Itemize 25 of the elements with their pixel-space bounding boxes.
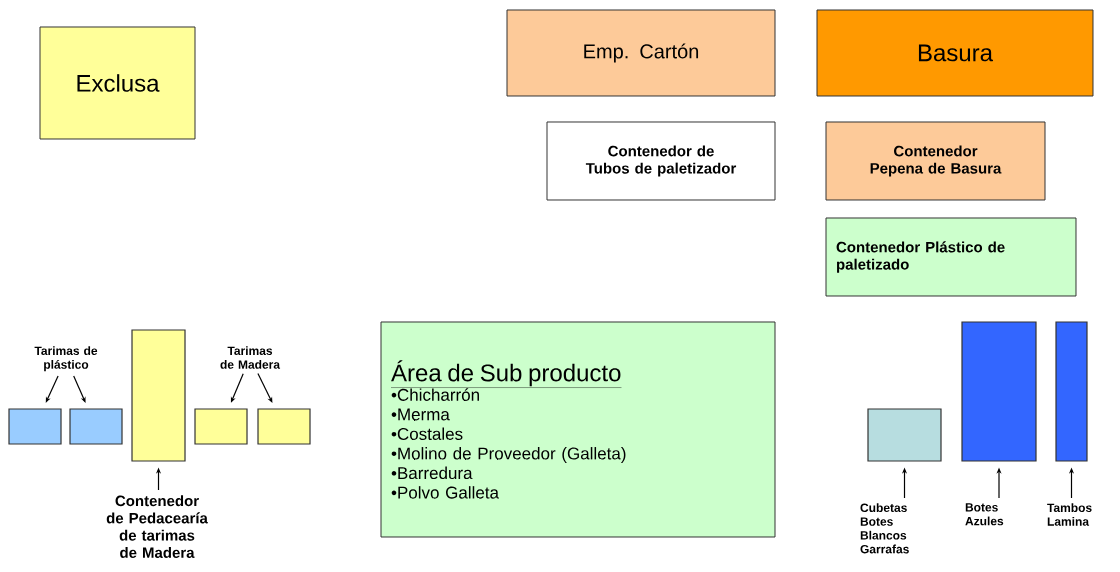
bin-box xyxy=(961,321,1037,462)
bin-box xyxy=(8,408,62,445)
text-box: Emp. Cartón xyxy=(506,9,776,97)
label: Botes Azules xyxy=(965,503,1004,526)
bin-box xyxy=(69,408,123,445)
label: Tarimas de Madera xyxy=(220,346,281,369)
text-box: Contenedor de Tubos de paletizador xyxy=(546,121,776,201)
arrow xyxy=(73,375,86,403)
bin-box xyxy=(131,329,186,462)
label: Cubetas Botes Blancos Garrafas xyxy=(860,503,909,554)
arrow xyxy=(257,373,273,403)
text-box: Contenedor Pepena de Basura xyxy=(825,121,1046,201)
bin-box xyxy=(257,408,311,445)
arrow xyxy=(230,373,244,403)
label: Tarimas de plástico xyxy=(34,346,98,372)
text-box: Contenedor Plástico de paletizado xyxy=(825,217,1077,297)
area-box: Área de Sub producto •Chicharrón •Merma •Costales •Molino de Proveedor (Galleta) •Barredura •Polvo Galleta xyxy=(380,321,776,538)
arrow xyxy=(45,375,59,403)
label: Tambos Lamina xyxy=(1047,503,1092,526)
label: Contenedor de Pedacearía de tarimas de Madera xyxy=(106,495,208,558)
text-box: Exclusa xyxy=(39,26,196,140)
bin-box xyxy=(1055,321,1088,462)
bin-box xyxy=(867,408,942,462)
text-box: Basura xyxy=(816,9,1094,97)
bin-box xyxy=(194,408,248,445)
